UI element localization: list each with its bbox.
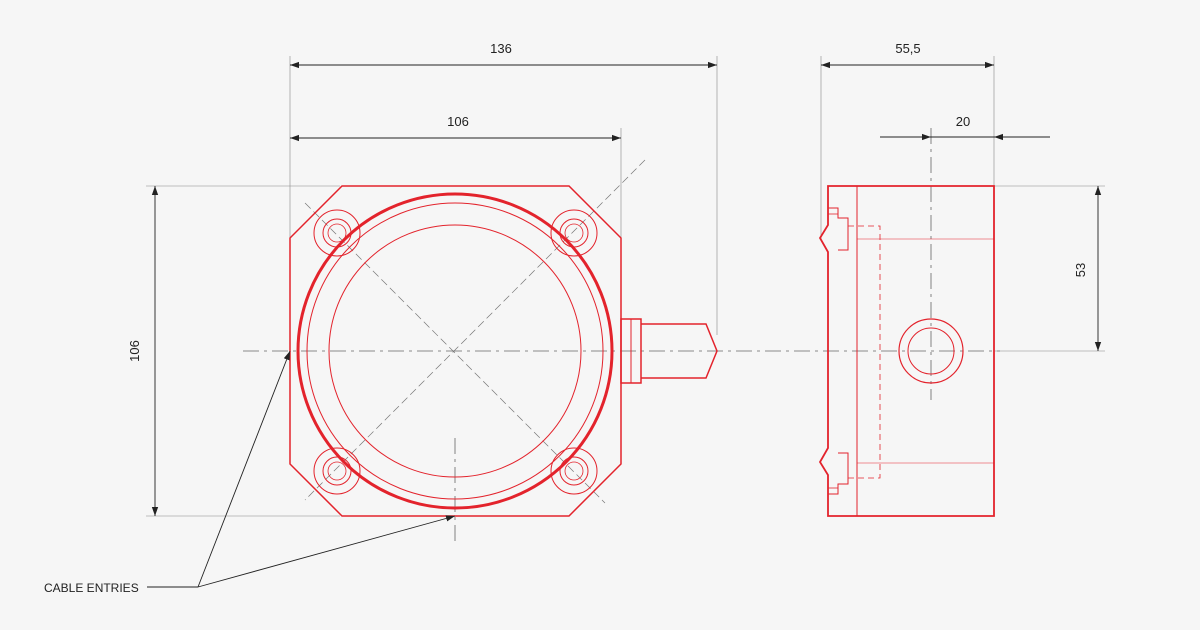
dimension-136: 136 (290, 41, 717, 69)
dimension-55-5: 55,5 (821, 41, 994, 69)
dimension-53: 53 (1073, 186, 1102, 351)
dimension-106-width-label: 106 (447, 114, 469, 129)
dimension-106-width: 106 (290, 114, 621, 142)
housing-outline (289, 185, 622, 517)
screw-top-right (550, 209, 598, 257)
leader-line-left (197, 350, 291, 588)
dimension-106-height-label: 106 (127, 340, 142, 362)
screw-top-left (313, 209, 361, 257)
latch-bottom (828, 452, 849, 495)
screw-bottom-left (313, 447, 361, 495)
diagonal-centerline-a (304, 202, 606, 504)
dimension-55-5-label: 55,5 (895, 41, 920, 56)
side-view (818, 56, 1105, 517)
cable-entries-label: CABLE ENTRIES (44, 581, 139, 595)
side-housing-outline (818, 185, 995, 517)
dimension-136-label: 136 (490, 41, 512, 56)
dimension-20-label: 20 (956, 114, 970, 129)
front-view (146, 56, 1000, 546)
dimension-106-height: 106 (127, 186, 159, 516)
lid-middle-ring (306, 202, 604, 500)
diagonal-centerline-b (304, 159, 646, 501)
screw-bottom-right (550, 447, 598, 495)
lid-inner-ring (328, 224, 582, 478)
dimension-53-label: 53 (1073, 263, 1088, 277)
latch-top (828, 207, 849, 251)
side-port-inner (907, 327, 955, 375)
cable-gland (620, 318, 718, 384)
hidden-inner-profile (848, 225, 881, 479)
side-port-outer (898, 318, 964, 384)
cable-entries-callout: CABLE ENTRIES (44, 350, 456, 595)
dimension-20: 20 (880, 114, 1050, 141)
lid-outer-ring (296, 192, 614, 510)
leader-line-bottom (197, 515, 456, 588)
